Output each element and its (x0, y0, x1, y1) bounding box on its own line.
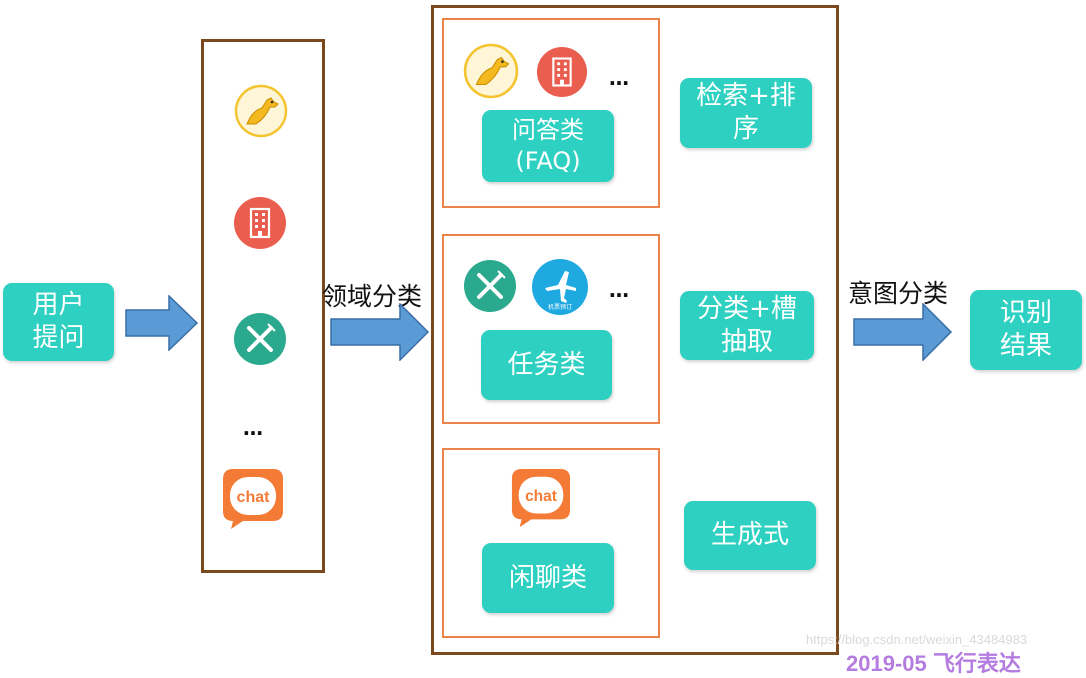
task-section (442, 234, 660, 424)
arrow-1 (125, 295, 199, 351)
plane-icon: 机票预订 (532, 259, 588, 315)
kangaroo-icon (463, 43, 519, 99)
ellipsis-task: … (609, 278, 629, 302)
faq-section (442, 18, 660, 208)
chat-icon: chat (223, 469, 283, 529)
building-icon (536, 46, 588, 98)
building-icon (234, 197, 286, 249)
task-category-box: 任务类 (481, 330, 612, 400)
domain-classification-label: 领域分类 (322, 282, 423, 311)
arrow-2 (330, 303, 430, 361)
chitchat-category-box: 闲聊类 (482, 543, 614, 613)
domain-icons-panel (201, 39, 325, 573)
ellipsis-faq: … (609, 66, 629, 90)
faq-method-box: 检索+排 序 (680, 78, 812, 148)
chat-icon-text: chat (525, 488, 557, 505)
chitchat-method-box: 生成式 (684, 501, 816, 570)
intent-classification-label: 意图分类 (848, 279, 949, 308)
arrow-3 (853, 303, 953, 361)
watermark-url: https://blog.csdn.net/weixin_43484983 (806, 632, 1028, 647)
fork-knife-icon (234, 313, 286, 365)
chat-icon-text: chat (237, 489, 271, 506)
watermark-overlay: 2019-05 飞行表达 (846, 651, 1021, 676)
result-box: 识别 结果 (970, 290, 1082, 370)
ellipsis-col: … (243, 416, 263, 440)
chitchat-section (442, 448, 660, 638)
category-panel (431, 5, 839, 655)
task-method-box: 分类+槽 抽取 (680, 291, 814, 360)
faq-category-box: 问答类 (FAQ) (482, 110, 614, 182)
kangaroo-icon (234, 84, 288, 138)
user-question-box: 用户 提问 (3, 283, 114, 361)
fork-knife-icon (464, 260, 516, 312)
chat-icon: chat (511, 468, 571, 528)
plane-icon-text: 机票预订 (548, 303, 572, 311)
